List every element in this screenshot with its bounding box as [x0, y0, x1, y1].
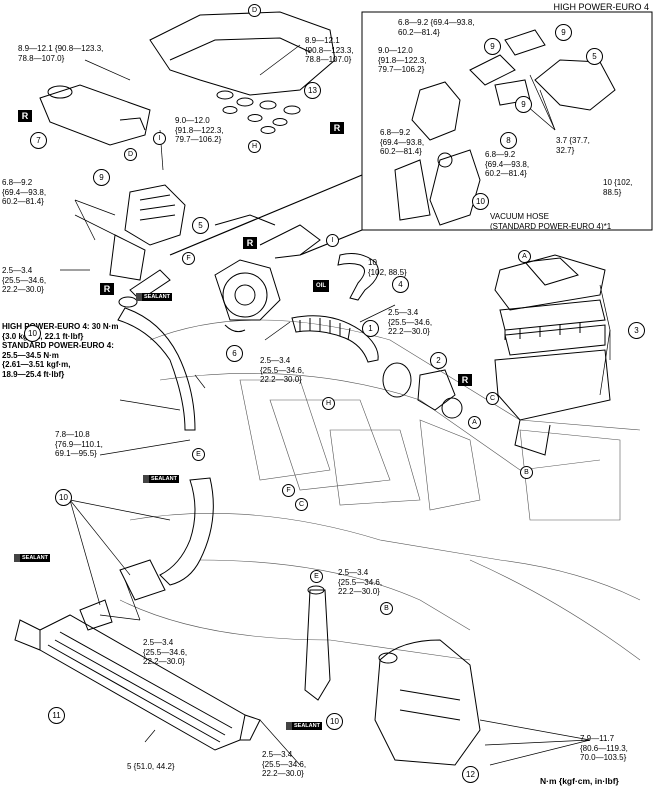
replace-mark-left-mid: R: [100, 283, 114, 295]
callout-7: 7: [30, 132, 47, 149]
torque-spec-inset-69-bottom: 6.8—9.2 {69.4—93.8, 60.2—81.4}: [485, 150, 530, 178]
torque-spec-inset-90: 9.0—12.0 {91.8—122.3, 79.7—106.2}: [378, 46, 427, 74]
sealant-mark-turbo: SEALANT: [136, 293, 172, 301]
callout-10-inset: 10: [472, 193, 489, 210]
marker-c-eng: C: [295, 498, 308, 511]
callout-9-inset-a: 9: [555, 24, 572, 41]
marker-e-left: E: [192, 448, 205, 461]
torque-spec-inset-69-left: 6.8—9.2 {69.4—93.8, 60.2—81.4}: [380, 128, 425, 156]
marker-a-air: A: [518, 250, 531, 263]
clamp-2: [382, 362, 412, 398]
callout-13: 13: [304, 82, 321, 99]
marker-f-eng: F: [282, 484, 295, 497]
marker-c-right: C: [486, 392, 499, 405]
hose-4: [337, 253, 379, 301]
callout-5: 5: [192, 217, 209, 234]
torque-spec-left-25: 2.5—3.4 {25.5—34.6, 22.2—30.0}: [2, 266, 47, 294]
torque-spec-25-right: 2.5—3.4 {25.5—34.6, 22.2—30.0}: [388, 308, 433, 336]
callout-1: 1: [362, 320, 379, 337]
marker-f-turbo: F: [182, 252, 195, 265]
torque-spec-left-69: 6.8—9.2 {69.4—93.8, 60.2—81.4}: [2, 178, 47, 206]
marker-b-low: B: [380, 602, 393, 615]
intake-manifold: [149, 11, 336, 134]
airflow-sensor: [417, 369, 456, 411]
intake-hose-1: [291, 315, 379, 363]
marker-a-low: A: [468, 416, 481, 429]
turbocharger: [214, 214, 321, 333]
sealant-mark-left: SEALANT: [14, 554, 50, 562]
marker-d-mid: D: [124, 148, 137, 161]
torque-spec-10-mid: 10 {102, 88.5}: [368, 258, 407, 277]
egr-valve-left: [109, 184, 186, 281]
torque-spec-inset-37: 3.7 {37.7, 32.7}: [556, 136, 590, 155]
torque-spec-25-e: 2.5—3.4 {25.5—34.6, 22.2—30.0}: [338, 568, 383, 596]
callout-6: 6: [226, 345, 243, 362]
callout-2: 2: [430, 352, 447, 369]
torque-spec-25-bottom: 2.5—3.4 {25.5—34.6, 22.2—30.0}: [262, 750, 307, 778]
torque-spec-engine-note: HIGH POWER-EURO 4: 30 N·m {3.0 kgf·m, 22…: [2, 322, 119, 379]
leader-lines: [60, 44, 611, 766]
callout-10-b: 10: [55, 489, 72, 506]
pipe-e-low: [304, 589, 331, 701]
sealant-mark-bottom: SEALANT: [286, 722, 322, 730]
torque-spec-top-mid: 8.9—12.1 {90.8—123.3, 78.8—107.0}: [305, 36, 354, 64]
marker-i-top: I: [153, 132, 166, 145]
replace-mark-right: R: [458, 374, 472, 386]
marker-i-mid: I: [326, 234, 339, 247]
callout-3: 3: [628, 322, 645, 339]
marker-b-air: B: [520, 466, 533, 479]
callout-4: 4: [392, 276, 409, 293]
torque-spec-top-left: 8.9—12.1 {90.8—123.3, 78.8—107.0}: [18, 44, 104, 63]
torque-spec-25-low-left: 2.5—3.4 {25.5—34.6, 22.2—30.0}: [143, 638, 188, 666]
callout-8: 8: [500, 132, 517, 149]
torque-spec-inset-69-top: 6.8—9.2 {69.4—93.8, 60.2—81.4}: [398, 18, 475, 37]
units-note: N·m {kgf·cm, in·lbf}: [540, 776, 619, 786]
cover-7: [39, 84, 151, 146]
variant-title: HIGH POWER-EURO 4: [553, 2, 649, 12]
torque-spec-78: 7.8—10.8 {76.9—110.1, 69.1—95.5}: [55, 430, 103, 458]
oil-mark: OIL: [313, 280, 329, 292]
inset-frame: [361, 11, 653, 231]
marker-d-top: D: [248, 4, 261, 17]
callout-12: 12: [462, 766, 479, 783]
callout-9-inset-b: 9: [484, 38, 501, 55]
torque-spec-5: 5 {51.0, 44.2}: [127, 762, 175, 771]
callout-9-inset-c: 9: [515, 96, 532, 113]
torque-spec-79: 7.9—11.7 {80.6—119.3, 70.0—103.5}: [580, 734, 628, 762]
air-duct-12: [374, 639, 481, 766]
torque-spec-25-turbo: 2.5—3.4 {25.5—34.6, 22.2—30.0}: [260, 356, 305, 384]
marker-h-eng: H: [322, 397, 335, 410]
torque-spec-9-left: 9.0—12.0 {91.8—122.3, 79.7—106.2}: [175, 116, 224, 144]
air-cleaner-3: [494, 254, 611, 456]
marker-h-top: H: [248, 140, 261, 153]
callout-10-a: 10: [24, 325, 41, 342]
sealant-mark-mid: SEALANT: [143, 475, 179, 483]
replace-mark-top: R: [330, 122, 344, 134]
marker-e-low: E: [310, 570, 323, 583]
callout-11: 11: [48, 707, 65, 724]
torque-spec-inset-10: 10 {102, 88.5}: [603, 178, 633, 197]
callout-9-left: 9: [93, 169, 110, 186]
charge-pipe-lower: [79, 477, 214, 631]
callout-5-inset: 5: [586, 48, 603, 65]
replace-mark-left: R: [18, 110, 32, 122]
vacuum-hose-note: VACUUM HOSE (STANDARD POWER-EURO 4)*1: [490, 212, 612, 231]
inset-parts: [394, 29, 616, 226]
replace-mark-turbo: R: [243, 237, 257, 249]
intercooler-11: [14, 614, 261, 751]
callout-10-c: 10: [326, 713, 343, 730]
